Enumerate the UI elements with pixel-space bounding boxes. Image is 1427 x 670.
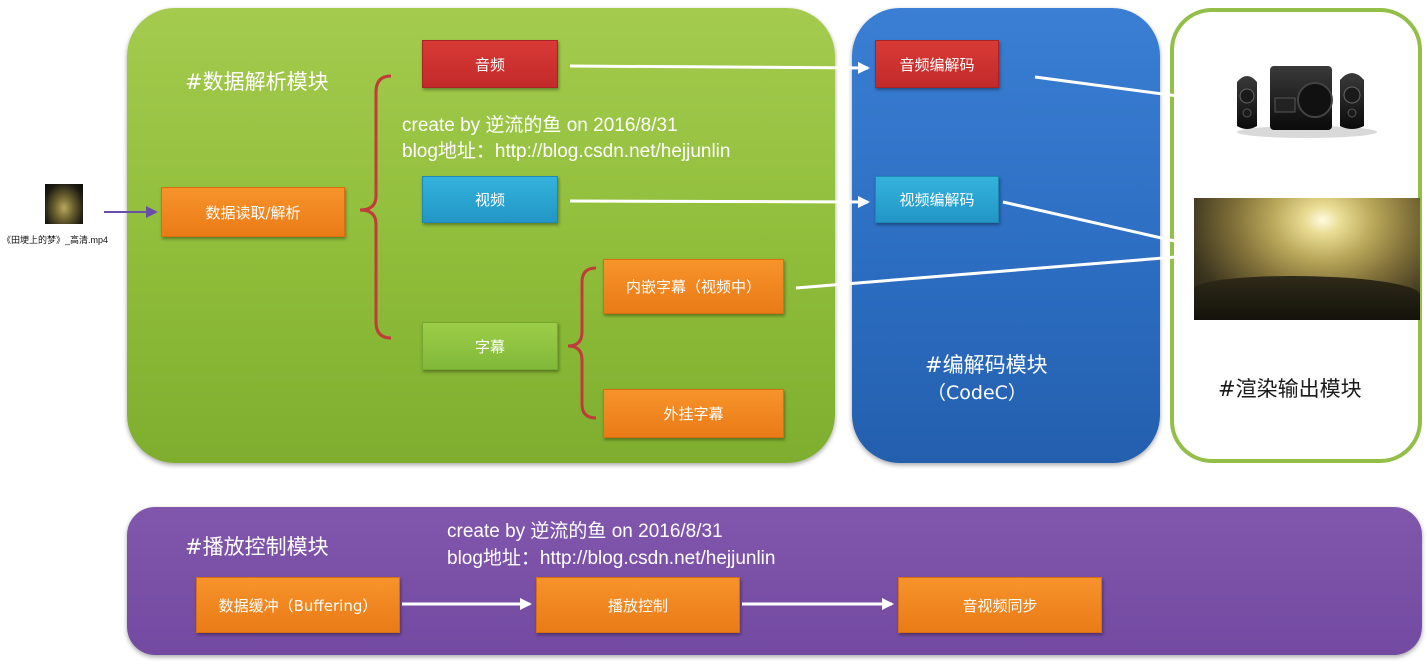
video-file-thumbnail[interactable] bbox=[45, 184, 83, 224]
render-module-title: #渲染输出模块 bbox=[1218, 377, 1362, 401]
playback-control-module-title: #播放控制模块 bbox=[185, 535, 329, 559]
audio-codec-box[interactable]: 音频编解码 bbox=[875, 40, 999, 88]
author-note-line1: create by 逆流的鱼 on 2016/8/31 bbox=[402, 115, 678, 136]
video-frame-image bbox=[1194, 198, 1420, 320]
codec-module-subtitle: （CodeC） bbox=[927, 382, 1027, 404]
buffering-box[interactable]: 数据缓冲（Buffering） bbox=[196, 577, 400, 633]
data-read-parse-box[interactable]: 数据读取/解析 bbox=[161, 187, 345, 237]
data-parse-module-title: #数据解析模块 bbox=[185, 70, 329, 94]
subtitle-box[interactable]: 字幕 bbox=[422, 322, 558, 370]
embedded-subtitle-box[interactable]: 内嵌字幕（视频中） bbox=[603, 259, 784, 314]
author-note-line2: blog地址：http://blog.csdn.net/hejjunlin bbox=[402, 141, 731, 162]
control-author-note-line2: blog地址：http://blog.csdn.net/hejjunlin bbox=[447, 548, 776, 569]
control-author-note-line1: create by 逆流的鱼 on 2016/8/31 bbox=[447, 521, 723, 542]
codec-module-title: #编解码模块 bbox=[925, 353, 1048, 377]
video-codec-box[interactable]: 视频编解码 bbox=[875, 176, 999, 223]
speaker-image bbox=[1225, 60, 1390, 140]
playback-control-box[interactable]: 播放控制 bbox=[536, 577, 740, 633]
video-file-name: 《田埂上的梦》_高清.mp4 bbox=[2, 235, 109, 245]
speaker-icon bbox=[1237, 66, 1377, 138]
external-subtitle-box[interactable]: 外挂字幕 bbox=[603, 389, 784, 438]
video-frame-hills bbox=[1194, 276, 1420, 320]
video-box[interactable]: 视频 bbox=[422, 176, 558, 223]
av-sync-box[interactable]: 音视频同步 bbox=[898, 577, 1102, 633]
audio-box[interactable]: 音频 bbox=[422, 40, 558, 88]
